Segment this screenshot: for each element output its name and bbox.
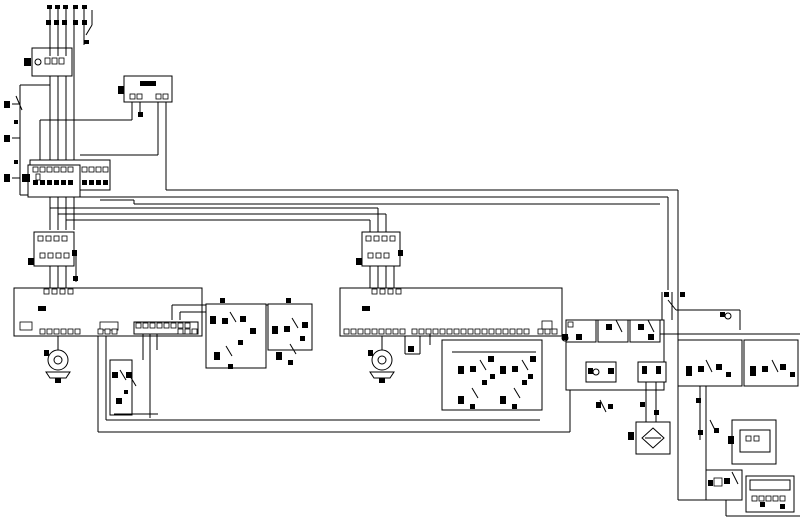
main-disconnect-switch <box>24 47 73 77</box>
pump-motor-center <box>368 336 421 383</box>
contactor-center <box>356 231 403 290</box>
control-panel-right <box>561 292 741 413</box>
left-control-leads <box>4 84 50 196</box>
auxiliary-box-bottom-right <box>678 419 800 517</box>
relay-bank-left <box>171 298 313 369</box>
terminal-block <box>22 159 111 198</box>
pump-motor-left <box>44 336 71 383</box>
relay-group-left <box>97 321 606 433</box>
contactor-left <box>28 231 78 290</box>
relay-group-right <box>660 333 800 470</box>
drive-panel-center <box>339 287 563 337</box>
control-module <box>39 75 173 190</box>
transformer-unit <box>628 382 671 455</box>
drive-panel-left <box>13 287 203 337</box>
bus-lines <box>50 189 679 500</box>
relay-group-center <box>429 334 543 411</box>
